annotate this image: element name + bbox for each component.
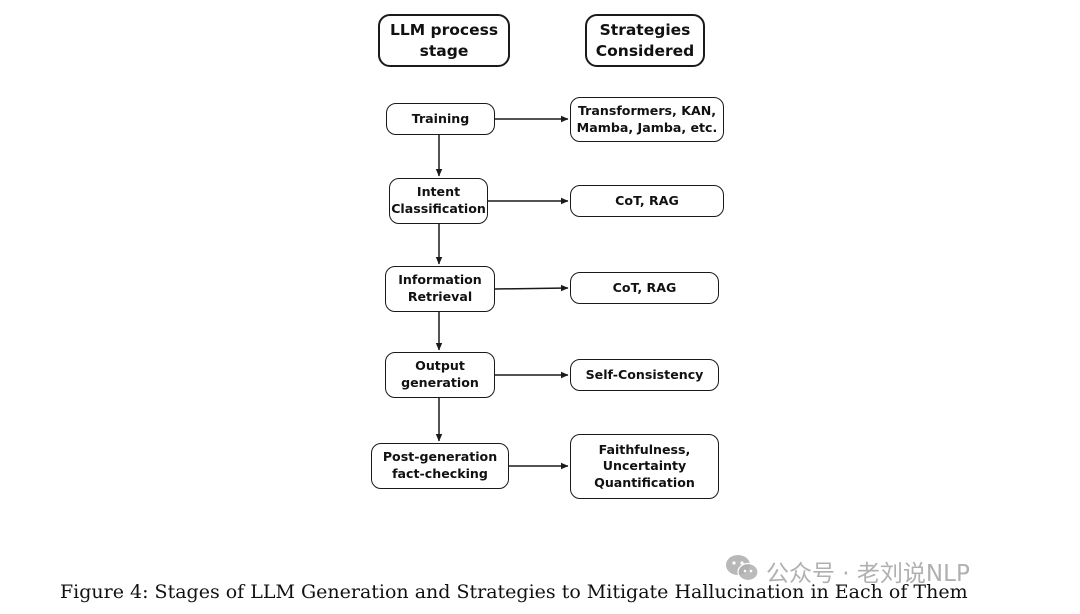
strategy-training: Transformers, KAN, Mamba, Jamba, etc. bbox=[570, 97, 724, 142]
stage-information-retrieval: Information Retrieval bbox=[385, 266, 495, 312]
wechat-icon bbox=[724, 553, 760, 589]
strategy-information-retrieval: CoT, RAG bbox=[570, 272, 719, 304]
stage-intent-classification: Intent Classification bbox=[389, 178, 488, 224]
header-strategies-considered: Strategies Considered bbox=[585, 14, 705, 67]
strategy-intent-classification: CoT, RAG bbox=[570, 185, 724, 217]
stage-post-generation-fact-checking: Post-generation fact-checking bbox=[371, 443, 509, 489]
arrow-retrieval-to-strategy bbox=[494, 284, 569, 292]
stage-output-generation: Output generation bbox=[385, 352, 495, 398]
strategy-post-generation: Faithfulness, Uncertainty Quantification bbox=[570, 434, 719, 499]
header-llm-process-stage: LLM process stage bbox=[378, 14, 510, 67]
stage-training: Training bbox=[386, 103, 495, 135]
strategy-output-generation: Self-Consistency bbox=[570, 359, 719, 391]
watermark-text: 公众号 · 老刘说NLP bbox=[766, 561, 970, 587]
watermark: 公众号 · 老刘说NLP bbox=[724, 553, 970, 589]
figure-caption: Figure 4: Stages of LLM Generation and S… bbox=[60, 581, 968, 603]
